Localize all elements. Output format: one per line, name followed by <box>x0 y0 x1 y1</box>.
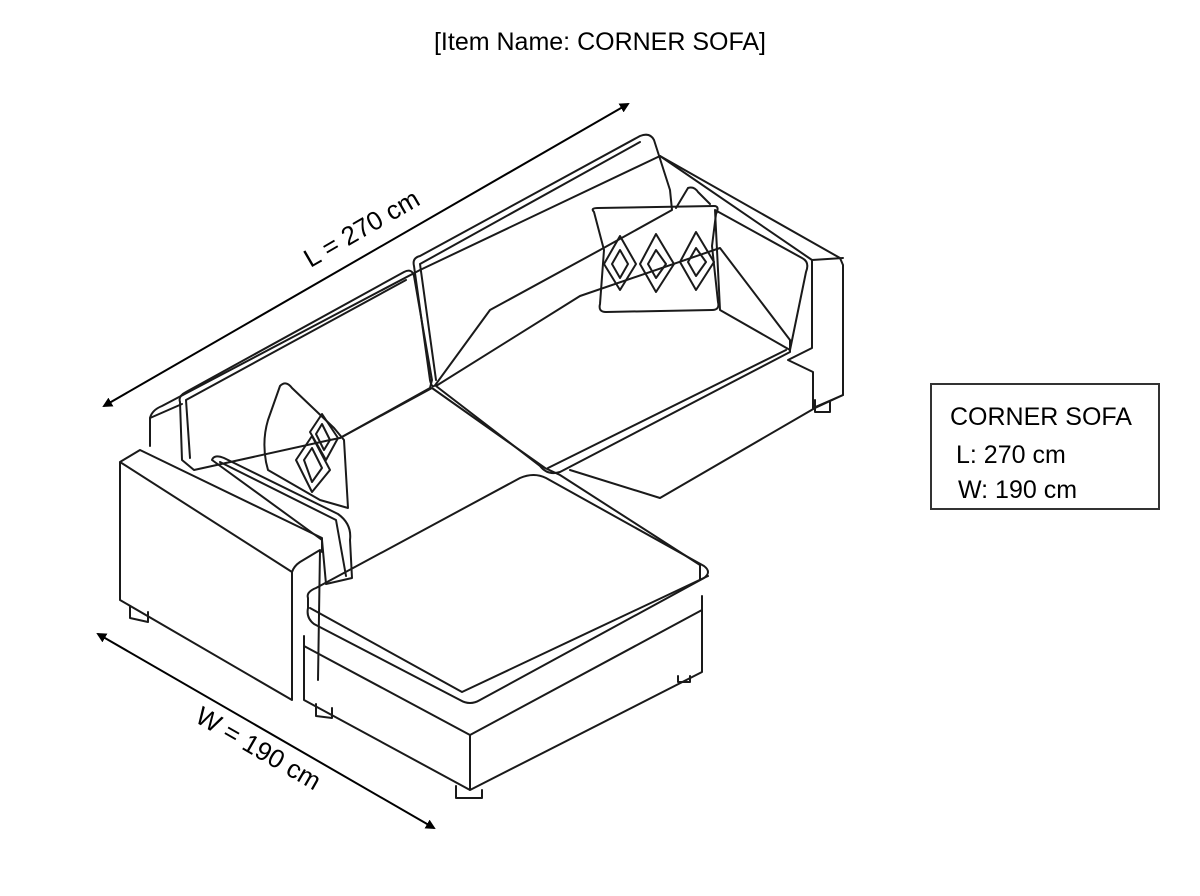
spec-length: L: 270 cm <box>956 441 1066 469</box>
seat-cushion-main <box>339 387 701 581</box>
length-label: L = 270 cm <box>298 183 424 273</box>
left-side-cushion-piping <box>219 461 347 577</box>
back-cushion-left-piping <box>185 279 407 459</box>
pillow-left-diamond-outer-1 <box>295 435 331 493</box>
item-title: [Item Name: CORNER SOFA] <box>433 28 766 56</box>
right-arm-cushion <box>714 209 809 351</box>
width-label: W = 190 cm <box>191 700 327 796</box>
seat-cushion-right-piping <box>547 349 787 469</box>
pillow-left-diamond-inner-1 <box>303 447 323 483</box>
chaise-cushion <box>306 474 709 704</box>
length-arrow <box>102 103 630 407</box>
chaise-base <box>303 595 703 791</box>
right-foot <box>814 399 831 413</box>
right-arm <box>659 155 844 409</box>
pillow-right-diamond-2 <box>639 233 675 293</box>
width-arrow <box>96 632 436 830</box>
back-cushion-left <box>178 269 433 471</box>
pillow-right-diamond-3 <box>679 231 715 291</box>
spec-name: CORNER SOFA <box>950 403 1132 431</box>
left-side-cushion <box>211 455 353 585</box>
back-cushion-middle-piping <box>419 141 641 381</box>
throw-pillow-right <box>591 205 720 313</box>
pillow-right-behind <box>675 186 711 209</box>
chaise-cushion-piping <box>309 575 709 693</box>
sofa-back-frame <box>149 155 844 499</box>
left-arm-foot <box>129 605 149 623</box>
seat-cushion-right <box>435 247 791 475</box>
left-arm <box>119 449 323 701</box>
spec-width: W: 190 cm <box>958 476 1078 504</box>
spec-box: CORNER SOFA L: 270 cm W: 190 cm <box>930 383 1160 510</box>
pillow-left-diamond-inner-2 <box>315 423 331 451</box>
pillow-left-diamond-outer-2 <box>309 413 339 461</box>
